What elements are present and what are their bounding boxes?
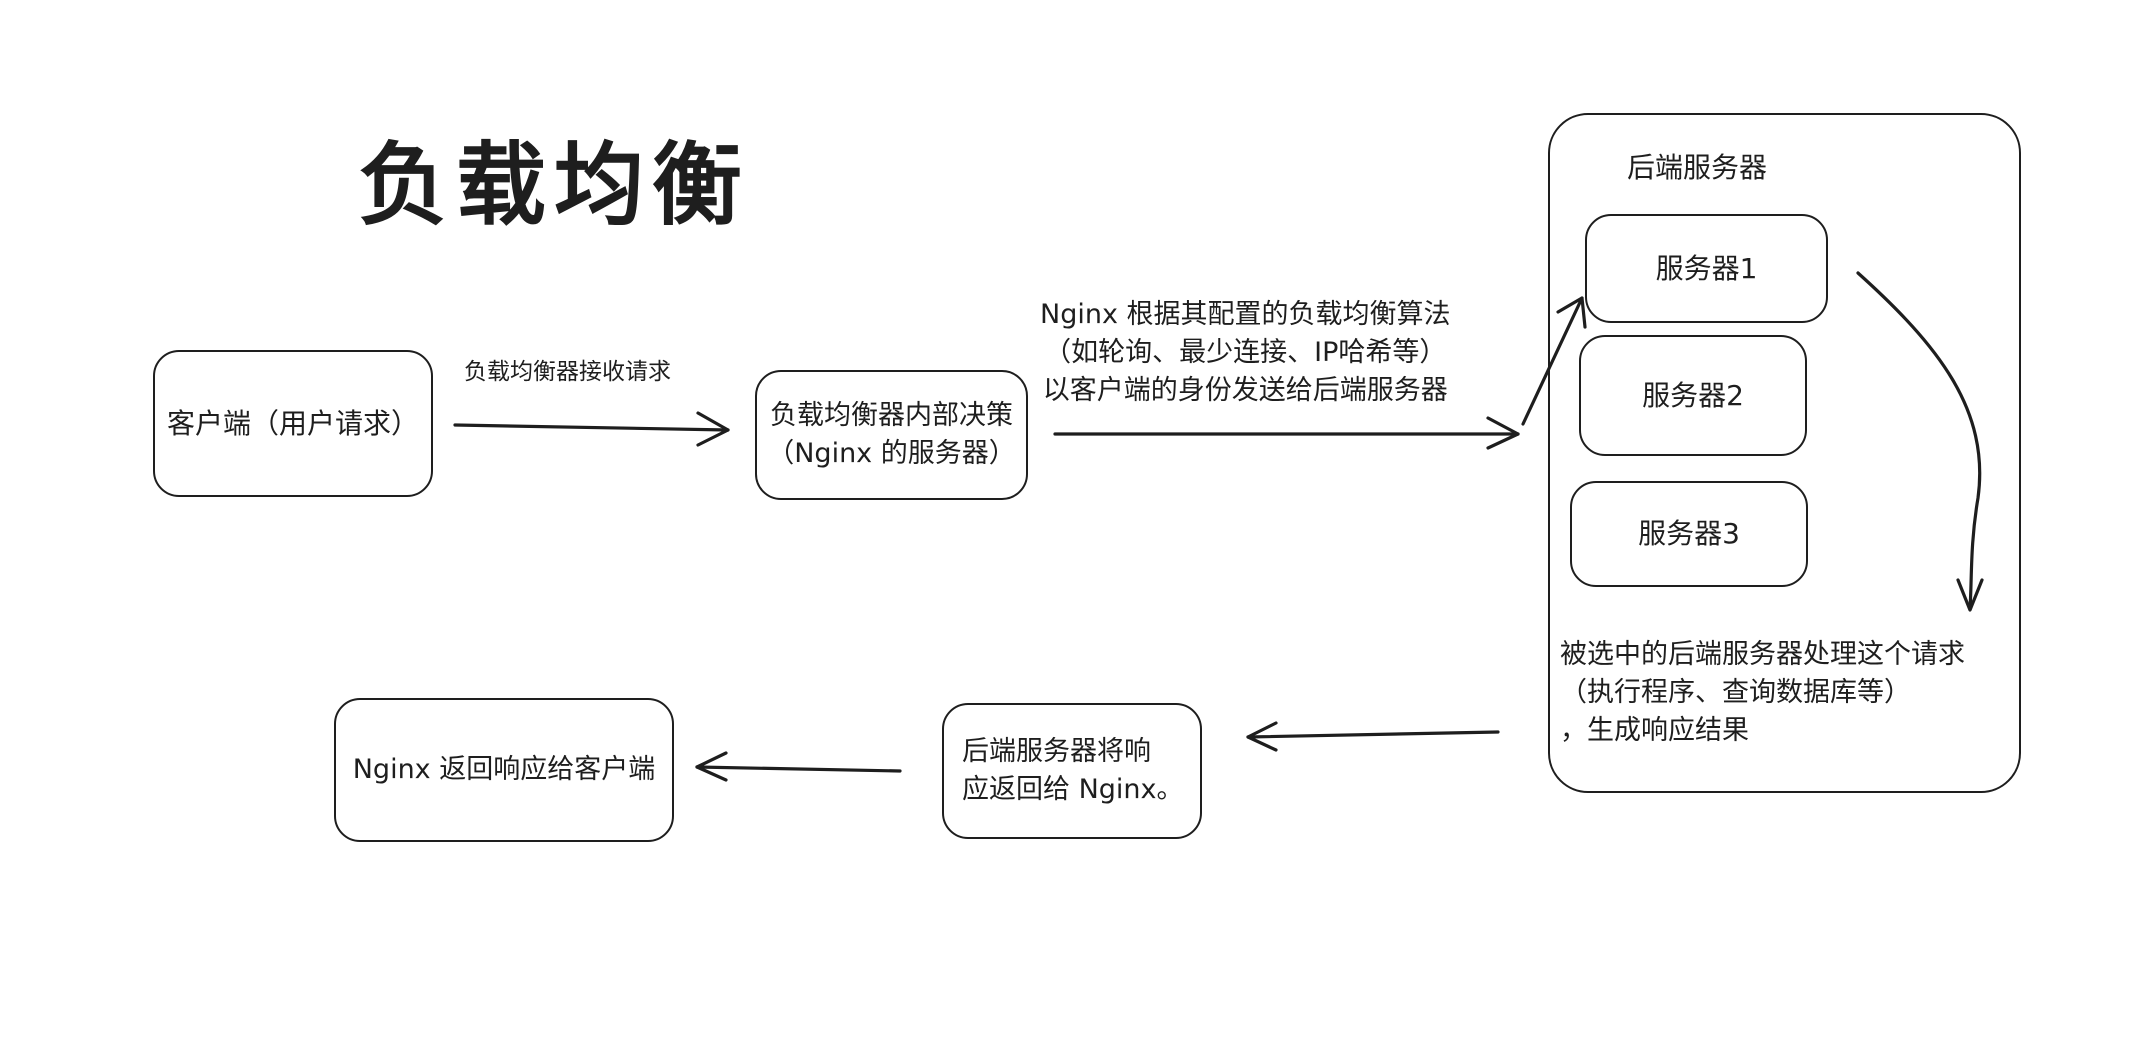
algorithm-line2: （如轮询、最少连接、IP哈希等） xyxy=(1044,336,1447,368)
lb-decision-line2: （Nginx 的服务器） xyxy=(767,438,1016,469)
process-label: 被选中的后端服务器处理这个请求 （执行程序、查询数据库等） ，生成响应结果 xyxy=(1560,636,1965,750)
algorithm-line3: 以客户端的身份发送给后端服务器 xyxy=(1042,374,1448,406)
server-3-label: 服务器3 xyxy=(1638,517,1740,551)
server-3-box[interactable]: 服务器3 xyxy=(1570,481,1808,587)
arrow-to-server-1[interactable] xyxy=(1521,296,1587,426)
diagram-title: 负载均衡 xyxy=(358,133,750,238)
server-1-box[interactable]: 服务器1 xyxy=(1585,214,1828,323)
server-1-label: 服务器1 xyxy=(1655,251,1758,285)
server-2-label: 服务器2 xyxy=(1642,378,1744,412)
lb-decision-line1: 负载均衡器内部决策 xyxy=(770,400,1013,432)
process-line1: 被选中的后端服务器处理这个请求 xyxy=(1560,639,1965,670)
algorithm-line1: Nginx 根据其配置的负载均衡算法 xyxy=(1040,299,1451,330)
backend-response-box[interactable]: 后端服务器将响 应返回给 Nginx。 xyxy=(942,703,1202,839)
backend-response-line2: 应返回给 Nginx。 xyxy=(962,774,1184,805)
client-label: 客户端（用户请求） xyxy=(166,406,419,440)
arrow-client-to-lb[interactable] xyxy=(453,411,730,447)
algorithm-label: Nginx 根据其配置的负载均衡算法 （如轮询、最少连接、IP哈希等） 以客户端… xyxy=(1040,296,1451,409)
arrow-response-to-return[interactable] xyxy=(695,751,902,782)
server-2-box[interactable]: 服务器2 xyxy=(1579,335,1807,456)
nginx-return-label: Nginx 返回响应给客户端 xyxy=(352,754,656,786)
nginx-return-box[interactable]: Nginx 返回响应给客户端 xyxy=(334,698,674,842)
backend-response-line1: 后端服务器将响 xyxy=(962,736,1151,768)
arrow-server-1-down[interactable] xyxy=(1856,271,1984,612)
process-line3: ，生成响应结果 xyxy=(1560,714,1749,746)
arrow-backend-to-response[interactable] xyxy=(1246,721,1500,752)
process-line2: （执行程序、查询数据库等） xyxy=(1560,676,1911,708)
client-box[interactable]: 客户端（用户请求） xyxy=(153,350,433,497)
arrow-lb-to-backend[interactable] xyxy=(1053,416,1520,450)
receive-label: 负载均衡器接收请求 xyxy=(464,359,671,385)
lb-decision-box[interactable]: 负载均衡器内部决策 （Nginx 的服务器） xyxy=(755,370,1028,500)
backend-group-label: 后端服务器 xyxy=(1627,151,1768,184)
